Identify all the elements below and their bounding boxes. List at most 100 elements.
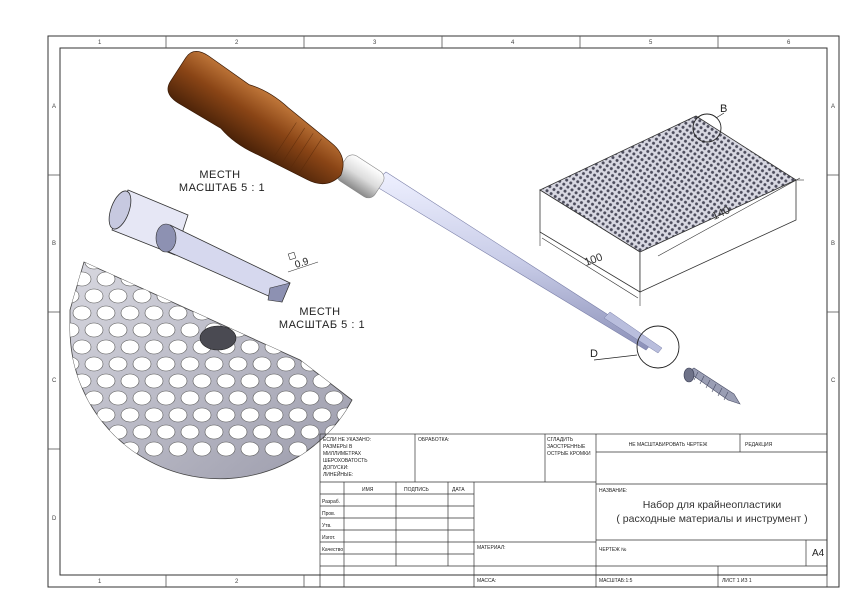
mesh-hole	[324, 390, 344, 406]
mesh-hole	[72, 441, 92, 457]
detail-circle-d	[636, 325, 680, 369]
mesh-hole	[240, 441, 260, 457]
mesh-hole	[276, 356, 296, 372]
revision-label: РЕДАКЦИЯ	[745, 442, 773, 448]
detail-label-b: B	[720, 103, 727, 115]
zone-row-c-right: C	[831, 378, 836, 384]
mesh-hole	[156, 390, 176, 406]
mesh-hole	[84, 288, 104, 304]
mesh-hole	[180, 288, 200, 304]
mesh-block	[539, 115, 804, 306]
notes-header-line2: РАЗМЕРЫ В	[323, 444, 353, 450]
mesh-hole	[132, 356, 152, 372]
col-date: ДАТА	[452, 487, 465, 493]
row-checked: Пров.	[322, 511, 335, 517]
mesh-hole	[300, 356, 320, 372]
mesh-hole	[156, 356, 176, 372]
mesh-hole	[312, 407, 332, 423]
mesh-hole	[144, 305, 164, 321]
mesh-hole	[108, 262, 128, 270]
mesh-hole	[96, 305, 116, 321]
mesh-hole	[264, 373, 284, 389]
deburr-label-line3: ОСТРЫЕ КРОМКИ	[547, 451, 591, 457]
mesh-hole	[252, 424, 272, 440]
mesh-hole	[132, 390, 152, 406]
zone-col-4: 4	[511, 40, 515, 46]
mesh-hole	[132, 424, 152, 440]
detail-view-2-title: МЕСТН	[299, 306, 340, 318]
row-developer: Разраб.	[322, 499, 340, 505]
mesh-hole	[96, 339, 116, 355]
mesh-hole	[192, 407, 212, 423]
bone-screw	[683, 367, 741, 405]
col-name: ИМЯ	[362, 487, 374, 493]
mesh-hole	[276, 424, 296, 440]
mesh-hole	[156, 262, 176, 270]
zone-row-a-right: A	[831, 104, 835, 110]
mesh-hole	[204, 288, 224, 304]
mesh-hole	[144, 441, 164, 457]
mesh-hole	[180, 356, 200, 372]
mesh-hole	[312, 271, 332, 287]
mesh-hole	[144, 373, 164, 389]
notes-header-line5: ДОПУСКИ:	[323, 465, 349, 471]
detail-view-mesh	[69, 261, 353, 480]
drawing-title-line1: Набор для крайнеопластики	[643, 499, 782, 511]
zone-row-d: D	[52, 516, 57, 522]
mesh-hole	[132, 262, 152, 270]
no-scale-label: НЕ МАСШТАБИРОВАТЬ ЧЕРТЕЖ	[629, 442, 708, 448]
mesh-hole	[264, 441, 284, 457]
detail-circle-b	[692, 113, 722, 143]
mesh-hole	[70, 262, 80, 270]
mesh-hole	[120, 407, 140, 423]
dim-tip-label: 0.9	[294, 256, 311, 271]
mesh-hole	[288, 373, 308, 389]
mesh-hole	[252, 322, 272, 338]
mesh-hole	[264, 339, 284, 355]
zone-row-c: C	[52, 378, 57, 384]
inner-frame	[59, 47, 828, 576]
mesh-hole	[240, 305, 260, 321]
zone-col-2-bottom: 2	[235, 579, 239, 585]
mesh-hole	[144, 339, 164, 355]
mesh-hole	[240, 407, 260, 423]
mesh-hole	[72, 373, 92, 389]
mesh-hole	[240, 339, 260, 355]
mesh-hole	[108, 322, 128, 338]
mesh-hole	[216, 441, 236, 457]
row-manufactured: Изгот.	[322, 535, 335, 541]
mesh-hole	[70, 356, 80, 372]
mesh-hole	[96, 373, 116, 389]
drawing-number-label: ЧЕРТЕЖ №	[599, 547, 627, 553]
mesh-hole	[204, 424, 224, 440]
mesh-hole	[276, 262, 296, 270]
mesh-hole	[252, 356, 272, 372]
mesh-hole	[288, 441, 308, 457]
mesh-hole	[312, 339, 332, 355]
dim-width-label: 100	[583, 251, 604, 269]
zone-col-1: 1	[98, 40, 102, 46]
mesh-hole	[180, 390, 200, 406]
mesh-hole	[96, 441, 116, 457]
mesh-hole	[336, 271, 352, 287]
mesh-hole	[84, 390, 104, 406]
mesh-hole	[288, 407, 308, 423]
mesh-hole	[192, 271, 212, 287]
mesh-hole	[144, 271, 164, 287]
mesh-hole	[192, 441, 212, 457]
mesh-hole	[168, 271, 188, 287]
mesh-hole	[276, 390, 296, 406]
zone-row-b-right: B	[831, 241, 835, 247]
mesh-hole	[156, 322, 176, 338]
mesh-hole	[72, 305, 92, 321]
deburr-label-line2: ЗАОСТРЕННЫЕ	[547, 444, 586, 450]
detail-view-2-scale: МАСШТАБ 5 : 1	[279, 319, 365, 331]
mesh-hole	[108, 424, 128, 440]
mesh-hole	[240, 373, 260, 389]
mesh-hole	[228, 356, 248, 372]
detail-label-d: D	[590, 348, 598, 360]
mesh-hole	[120, 373, 140, 389]
title-block-grid	[319, 433, 828, 588]
